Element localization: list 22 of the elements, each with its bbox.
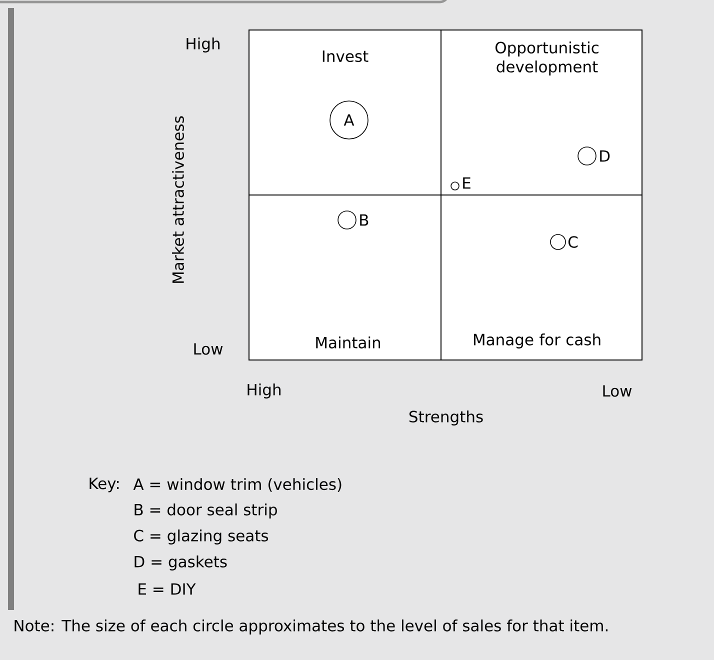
bubble-label: B <box>360 214 368 226</box>
axis-label: High <box>248 383 280 398</box>
key-entry: B = door seal strip <box>134 503 277 518</box>
key-entry: E = DIY <box>138 583 196 595</box>
bubble-label: C <box>568 236 578 248</box>
key-heading: Key: <box>90 478 119 492</box>
axis-label: High <box>186 37 220 52</box>
bubble <box>338 210 356 230</box>
bubble: A <box>330 100 368 140</box>
bubble <box>578 146 596 166</box>
axis-label: Low <box>603 385 632 397</box>
bubble <box>550 234 566 250</box>
key-entry: C = glazing seats <box>134 529 268 544</box>
axis-title: Market attractiveness <box>172 116 184 283</box>
bubble <box>450 182 460 190</box>
axis-title: Strengths <box>409 410 483 426</box>
note-text: Note: The size of each circle approximates to the level of sales for that item. <box>14 619 608 634</box>
bubble-label: E <box>463 177 470 189</box>
bubble-label: D <box>600 150 610 162</box>
key-entry: D = gaskets <box>134 555 227 570</box>
key-entry: A = window trim (vehicles) <box>133 478 342 492</box>
axis-label: Low <box>194 343 223 355</box>
